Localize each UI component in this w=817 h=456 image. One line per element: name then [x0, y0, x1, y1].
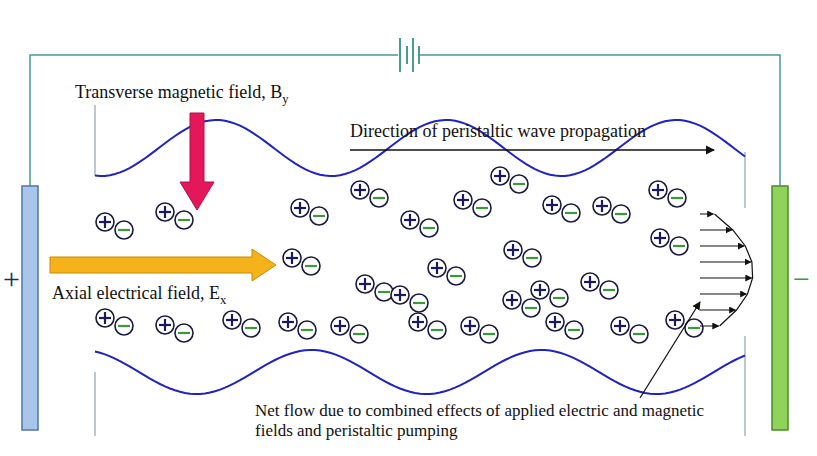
anion	[310, 207, 328, 225]
cation	[291, 199, 309, 217]
cation	[651, 229, 669, 247]
velocity-arrow	[700, 278, 752, 279]
anode-plate	[22, 186, 38, 430]
velocity-profile	[700, 214, 753, 326]
anion	[175, 211, 193, 229]
cation	[581, 273, 599, 291]
subscript: x	[220, 293, 226, 307]
anion	[410, 294, 428, 312]
cation	[666, 311, 684, 329]
anion	[420, 219, 438, 237]
anion	[522, 299, 540, 317]
cation	[428, 259, 446, 277]
cation	[531, 281, 549, 299]
velocity-arrow	[700, 262, 751, 263]
anion	[115, 221, 133, 239]
anion	[473, 199, 491, 217]
cation	[593, 197, 611, 215]
anion	[175, 324, 193, 342]
caption-note: Net flow due to combined effects of appl…	[255, 401, 704, 440]
wire	[420, 55, 780, 186]
cation	[491, 167, 509, 185]
cation	[96, 213, 114, 231]
anion	[510, 175, 528, 193]
anion	[600, 281, 618, 299]
caption-note: Net flow due to combined effects of appl…	[255, 401, 735, 441]
cation	[223, 311, 241, 329]
velocity-arrow	[700, 310, 735, 311]
anion	[670, 237, 688, 255]
anion	[350, 325, 368, 343]
cation	[283, 249, 301, 267]
anion	[115, 317, 133, 335]
direction-label: Direction of peristaltic wave propagatio…	[350, 121, 646, 142]
field-label: Transverse magnetic field, B	[75, 82, 282, 102]
cation	[546, 313, 564, 331]
cation	[409, 313, 427, 331]
anion	[562, 204, 580, 222]
velocity-arrow	[700, 230, 732, 231]
cation	[156, 203, 174, 221]
cation	[356, 275, 374, 293]
anion	[447, 267, 465, 285]
anion	[375, 283, 393, 301]
cation	[461, 317, 479, 335]
direction-label: Direction of peristaltic wave propagatio…	[350, 121, 646, 141]
field-label: Axial electrical field, Ex	[52, 283, 226, 308]
cation	[96, 309, 114, 327]
anion	[370, 189, 388, 207]
lower-wall	[95, 350, 745, 394]
cation	[351, 181, 369, 199]
cathode-plate	[772, 186, 788, 430]
anion	[480, 325, 498, 343]
cation	[454, 191, 472, 209]
anion	[302, 257, 320, 275]
polarity-sign: +	[3, 262, 20, 296]
cation	[649, 181, 667, 199]
magnetic-field-arrow	[180, 113, 214, 210]
anion	[612, 205, 630, 223]
anion	[630, 325, 648, 343]
battery-symbol	[400, 38, 419, 72]
subscript: y	[282, 92, 288, 106]
anion	[298, 321, 316, 339]
cation	[279, 313, 297, 331]
anion	[523, 249, 541, 267]
velocity-arrow	[700, 246, 744, 247]
velocity-arrow	[700, 214, 713, 215]
wave-direction-arrow	[350, 149, 714, 150]
field-label: Transverse magnetic field, By	[75, 82, 289, 107]
leader-line	[640, 302, 700, 398]
polarity-sign: −	[793, 262, 810, 295]
cation	[504, 241, 522, 259]
polarity-sign: +	[3, 262, 20, 295]
velocity-arrow	[700, 294, 746, 295]
cation	[391, 286, 409, 304]
cation	[611, 317, 629, 335]
polarity-sign: −	[793, 262, 810, 296]
cation	[401, 211, 419, 229]
anion	[565, 321, 583, 339]
velocity-arrow	[700, 326, 719, 327]
cation	[543, 196, 561, 214]
cation	[503, 291, 521, 309]
anion	[668, 189, 686, 207]
cation	[156, 316, 174, 334]
anion	[550, 289, 568, 307]
anion	[242, 319, 260, 337]
anion	[428, 321, 446, 339]
field-label: Axial electrical field, E	[52, 283, 220, 303]
profile-curve	[715, 214, 753, 326]
electric-field-arrow	[50, 249, 276, 281]
cation	[331, 317, 349, 335]
